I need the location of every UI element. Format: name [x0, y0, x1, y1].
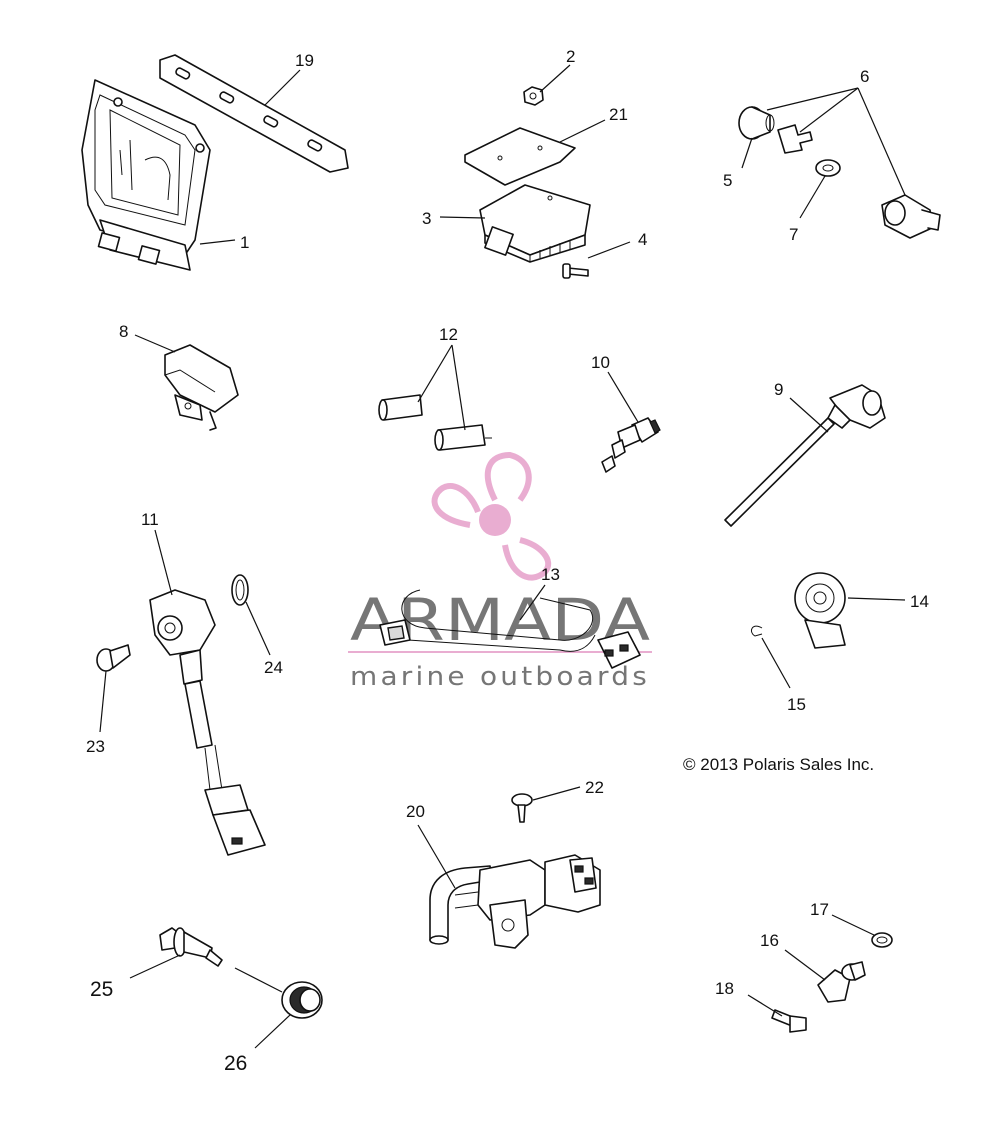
callout-19: 19: [295, 51, 314, 70]
callout-12: 12: [439, 325, 458, 344]
callout-21: 21: [609, 105, 628, 124]
part-1-ecu: [81, 79, 211, 271]
callout-4: 4: [638, 230, 647, 249]
callout-15: 15: [787, 695, 806, 714]
part-18-bolt: [771, 1009, 807, 1033]
part-9-sensor-rod: [724, 384, 886, 527]
callout-17: 17: [810, 900, 829, 919]
part-6-key-tab: [777, 124, 813, 154]
copyright-notice: © 2013 Polaris Sales Inc.: [683, 755, 874, 774]
part-24-o-ring: [231, 574, 249, 606]
callout-3: 3: [422, 209, 431, 228]
callout-2: 2: [566, 47, 575, 66]
part-10-temp-sensor: [601, 417, 661, 473]
callout-7: 7: [789, 225, 798, 244]
callout-9: 9: [774, 380, 783, 399]
part-3-regulator: [479, 184, 591, 263]
part-13-harness: [379, 589, 641, 669]
part-5-cap: [738, 106, 775, 140]
callout-10: 10: [591, 353, 610, 372]
callout-13: 13: [541, 565, 560, 584]
part-19-bracket-strap: [159, 54, 349, 173]
part-14-knock-sensor: [794, 572, 846, 649]
callout-26: 26: [224, 1052, 247, 1075]
part-7-washer: [815, 159, 841, 177]
part-25-sensor: [159, 927, 223, 967]
part-17-o-ring: [871, 932, 893, 948]
callout-16: 16: [760, 931, 779, 950]
callout-8: 8: [119, 322, 128, 341]
callout-25: 25: [90, 978, 113, 1001]
callout-6: 6: [860, 67, 869, 86]
callout-5: 5: [723, 171, 732, 190]
callout-20: 20: [406, 802, 425, 821]
callout-24: 24: [264, 658, 283, 677]
callout-22: 22: [585, 778, 604, 797]
watermark-tagline: marine outboards: [350, 662, 650, 692]
callout-numbers: 1 2 3 4 5 6 7 8 9 10 11 12 13 14 15 16 1…: [86, 47, 929, 1075]
part-21-cover-plate: [464, 127, 576, 186]
callout-18: 18: [715, 979, 734, 998]
part-4-bolt: [562, 263, 589, 279]
part-12-fuses: [378, 394, 492, 451]
propeller-logo: [431, 451, 552, 581]
part-20-valve: [429, 854, 601, 949]
part-8-map-sensor: [164, 344, 239, 431]
part-6-sensor: [881, 194, 941, 239]
callout-14: 14: [910, 592, 929, 611]
callout-11: 11: [141, 510, 159, 529]
part-16-sensor: [817, 961, 866, 1003]
part-2-nut: [523, 86, 544, 106]
part-11-tps-harness: [149, 589, 266, 856]
part-22-screw: [511, 793, 533, 823]
leader-lines: [99, 64, 906, 1049]
part-26-grommet: [281, 981, 323, 1019]
part-15-clip: [751, 625, 763, 637]
part-23-screw: [96, 644, 131, 672]
callout-1: 1: [240, 233, 249, 252]
callout-23: 23: [86, 737, 105, 756]
